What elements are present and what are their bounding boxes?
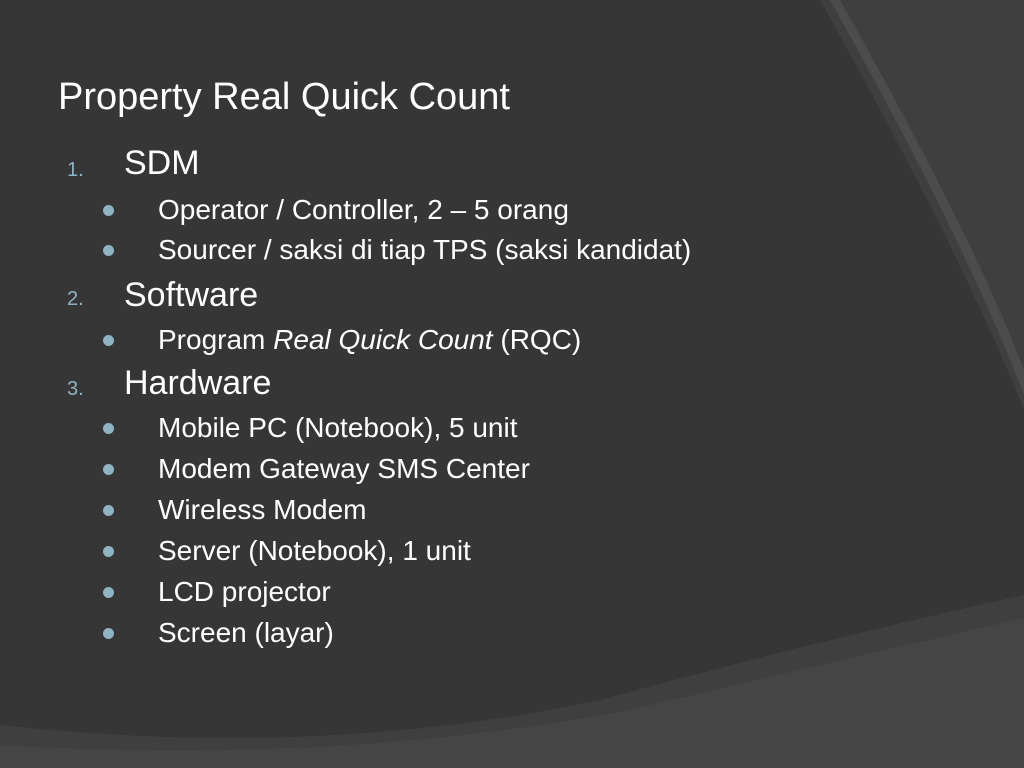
bullet-icon bbox=[103, 546, 114, 557]
background-curved-panel bbox=[0, 0, 1024, 738]
section-number-2: 2. bbox=[67, 288, 84, 310]
list-item-text-suffix: (RQC) bbox=[492, 324, 582, 355]
list-item-text: Program bbox=[158, 324, 274, 355]
list-item: Server (Notebook), 1 unit bbox=[158, 535, 471, 566]
section-number-3: 3. bbox=[67, 378, 84, 400]
list-item: Modem Gateway SMS Center bbox=[158, 453, 530, 484]
list-item-italic-text: Real Quick Count bbox=[273, 324, 493, 355]
bullet-icon bbox=[103, 587, 114, 598]
bullet-icon bbox=[103, 628, 114, 639]
bullet-icon bbox=[103, 245, 114, 256]
section-heading-sdm: SDM bbox=[124, 144, 200, 182]
list-item: Sourcer / saksi di tiap TPS (saksi kandi… bbox=[158, 234, 692, 265]
section-number-1: 1. bbox=[67, 159, 84, 181]
list-item: LCD projector bbox=[158, 576, 331, 607]
section-heading-hardware: Hardware bbox=[124, 364, 272, 402]
page-title: Property Real Quick Count bbox=[58, 76, 510, 118]
background-bottom-band bbox=[0, 618, 1024, 768]
list-item: Screen (layar) bbox=[158, 617, 334, 648]
bullet-icon bbox=[103, 464, 114, 475]
bullet-icon bbox=[103, 505, 114, 516]
bullet-icon bbox=[103, 423, 114, 434]
list-item: Operator / Controller, 2 – 5 orang bbox=[158, 194, 569, 225]
list-item: Mobile PC (Notebook), 5 unit bbox=[158, 412, 518, 443]
bullet-icon bbox=[103, 335, 114, 346]
bullet-icon bbox=[103, 205, 114, 216]
list-item: Program Real Quick Count (RQC) bbox=[158, 323, 581, 357]
list-item: Wireless Modem bbox=[158, 494, 367, 525]
section-heading-software: Software bbox=[124, 276, 259, 314]
